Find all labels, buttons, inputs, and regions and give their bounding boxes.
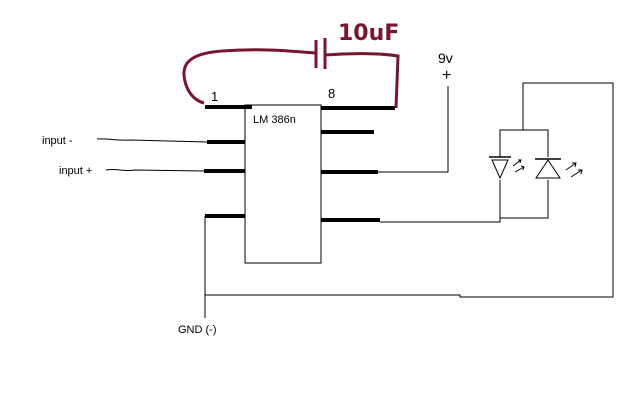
input-negative-wire <box>96 138 208 143</box>
lm386-chip-body <box>244 104 322 264</box>
supply-plus-symbol: + <box>442 67 451 84</box>
capacitor-right-wire <box>324 52 400 109</box>
led-1 <box>489 129 549 180</box>
led-bottom-wire <box>500 180 549 219</box>
ground-return-wire <box>205 82 614 298</box>
ground-label: GND (-) <box>178 324 217 336</box>
output-wire <box>380 180 501 223</box>
supply-voltage-label: 9v <box>438 50 453 66</box>
supply-wire <box>378 86 449 173</box>
capacitor-left-wire <box>182 48 316 105</box>
input-negative-label: input - <box>42 135 73 147</box>
led-icon <box>535 159 561 179</box>
led-2-light-icon <box>565 162 583 178</box>
led-icon <box>491 159 509 180</box>
capacitor-10uf: 10uF <box>182 21 400 109</box>
led-1-light-icon <box>512 159 525 173</box>
chip-label: LM 386n <box>253 114 296 126</box>
input-positive-label: input + <box>59 165 92 177</box>
pin-8-label: 8 <box>328 86 335 101</box>
led-1-top-wire <box>499 129 549 157</box>
capacitor-label: 10uF <box>338 21 399 46</box>
led-2 <box>535 158 583 179</box>
pin-1-label: 1 <box>211 89 218 104</box>
input-positive-wire <box>105 168 205 172</box>
